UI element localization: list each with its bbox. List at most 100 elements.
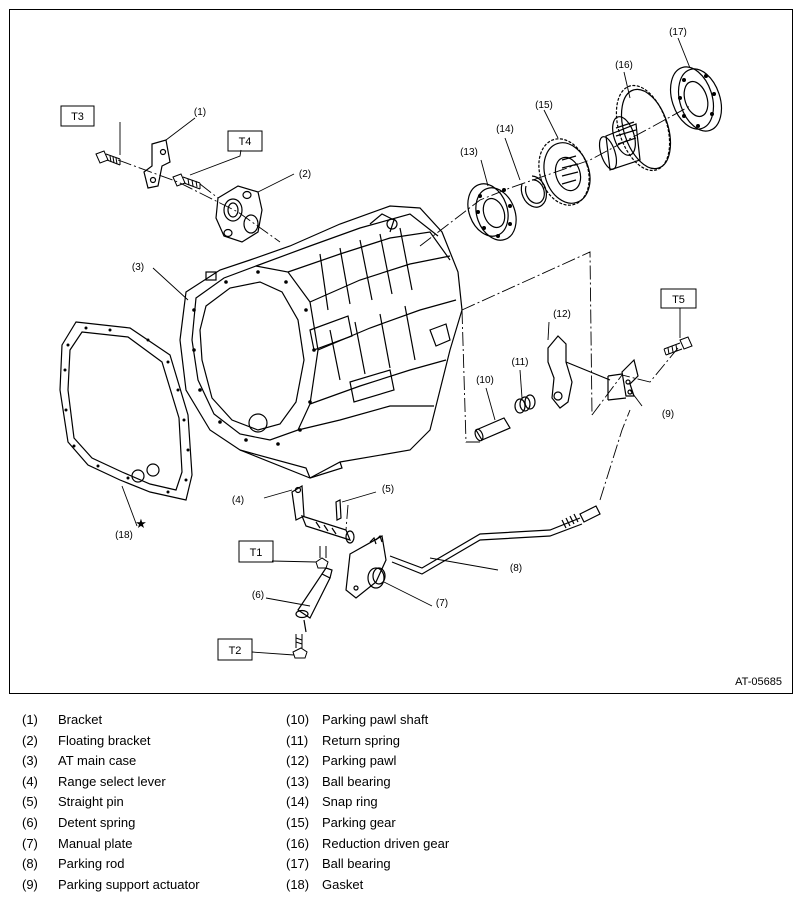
detent-spring-6 (295, 567, 333, 633)
legend-part-name: Bracket (58, 712, 103, 727)
torque-label-t1: T1 (250, 547, 263, 559)
legend-row: (18) Gasket (286, 875, 449, 896)
exploded-diagram: T3 T4 T1 T2 T5 (1) (2) (3) (4) (5) (6) (… (59, 27, 723, 661)
return-spring-11 (514, 394, 536, 414)
legend-row: (5) Straight pin (22, 792, 200, 813)
leader-lines (119, 37, 691, 656)
legend-number: (9) (22, 876, 38, 892)
parking-pawl-shaft-10 (474, 417, 511, 442)
exploded-diagram-frame: T3 T4 T1 T2 T5 (1) (2) (3) (4) (5) (6) (… (9, 9, 793, 694)
legend-row: (13) Ball bearing (286, 772, 449, 793)
legend-part-name: Snap ring (322, 794, 378, 810)
legend-row: (9)Parking support actuator (22, 875, 200, 896)
legend-part-name: Range select lever (58, 773, 166, 789)
legend-row: (17)Ball bearing (286, 854, 449, 875)
legend-row: (7) Manual plate (22, 834, 200, 855)
legend-number: (2) (22, 732, 38, 748)
legend-part-name: Parking rod (58, 856, 125, 872)
legend-row: (12) Parking pawl (286, 751, 449, 772)
parking-gear-15 (538, 138, 591, 206)
callout-11: (11) (511, 357, 528, 368)
legend-row: (16) Reduction driven gear (286, 834, 449, 855)
torque-boxes (60, 105, 697, 661)
reduction-driven-gear-16 (598, 84, 672, 172)
legend-number: (16) (286, 835, 310, 851)
legend-number: (11) (286, 732, 309, 748)
callout-4: (4) (232, 495, 244, 506)
callout-13: (13) (460, 147, 478, 158)
bolt-t5 (663, 336, 693, 356)
legend-row: (1)Bracket (22, 710, 200, 731)
callout-6: (6) (252, 590, 264, 601)
legend-number: (7) (22, 835, 38, 851)
legend-part-name: Parking pawl shaft (322, 712, 429, 727)
legend-row: (2) Floating bracket (22, 731, 200, 752)
legend-part-name: Manual plate (58, 835, 133, 851)
legend-row: (3) AT main case (22, 751, 200, 772)
star-symbol: ★ (135, 516, 147, 531)
torque-label-t5: T5 (672, 294, 685, 306)
legend-number: (18) (286, 876, 310, 892)
legend-number: (13) (286, 773, 310, 789)
parts-legend-right: (10) Parking pawl shaft (11) Return spring… (286, 710, 449, 895)
at-main-case-3 (179, 205, 463, 479)
parts-legend-left: (1)Bracket (2) Floating bracket (3) AT mai… (22, 710, 200, 895)
legend-row: (15) Parking gear (286, 813, 449, 834)
legend-row: (4) Range select lever (22, 772, 200, 793)
legend-part-name: Detent spring (58, 814, 136, 830)
bolt-t2 (292, 634, 308, 659)
legend-number: (8) (22, 856, 38, 872)
legend-number: (5) (22, 794, 38, 810)
legend-part-name: Gasket (322, 876, 364, 892)
parking-rod-8 (389, 505, 601, 575)
callout-8: (8) (510, 563, 522, 574)
legend-part-name: Parking gear (322, 814, 396, 830)
callout-1: (1) (194, 107, 206, 118)
legend-number: (10) (286, 712, 310, 727)
floating-bracket-2 (215, 185, 263, 243)
legend-part-name: Floating bracket (58, 732, 151, 748)
parking-support-actuator-9 (607, 358, 639, 401)
bolt-t3 (95, 150, 121, 166)
callout-7: (7) (436, 598, 448, 609)
ball-bearing-17 (669, 66, 723, 132)
legend-row: (10) Parking pawl shaft (286, 710, 449, 731)
manual-plate-7 (345, 534, 387, 599)
legend-part-name: Return spring (322, 732, 401, 748)
legend-number: (3) (22, 753, 38, 769)
callout-9: (9) (662, 409, 674, 420)
legend-number: (17) (286, 856, 310, 872)
legend-row: (11) Return spring (286, 731, 449, 752)
torque-label-t3: T3 (71, 111, 84, 123)
legend-part-name: Reduction driven gear (322, 835, 450, 851)
legend-number: (15) (286, 814, 310, 830)
callout-5: (5) (382, 484, 394, 495)
snap-ring-14 (520, 175, 547, 208)
legend-part-name: Ball bearing (322, 773, 391, 789)
legend-row: (8) Parking rod (22, 854, 200, 875)
legend-part-name: Parking pawl (322, 753, 397, 769)
callout-14: (14) (496, 124, 514, 135)
callout-12: (12) (553, 309, 571, 320)
figure-code: AT-05685 (735, 676, 782, 688)
callout-10: (10) (476, 375, 494, 386)
legend-number: (4) (22, 773, 38, 789)
legend-part-name: AT main case (58, 753, 137, 769)
torque-label-t4: T4 (239, 136, 252, 148)
callout-2: (2) (299, 169, 311, 180)
callout-16: (16) (615, 60, 633, 71)
straight-pin-5 (335, 499, 342, 521)
callout-3: (3) (132, 262, 144, 273)
callout-18: (18) (115, 530, 133, 541)
legend-number: (6) (22, 814, 38, 830)
assembly-lines (117, 105, 691, 531)
legend-row: (14) Snap ring (286, 792, 449, 813)
torque-label-t2: T2 (229, 645, 242, 657)
legend-part-name: Straight pin (58, 794, 124, 810)
callout-15: (15) (535, 100, 553, 111)
gasket-18 (59, 321, 193, 501)
legend-number: (12) (286, 753, 310, 769)
legend-number: (14) (286, 794, 310, 810)
bolt-t1 (315, 546, 329, 569)
bolt-t4 (172, 173, 201, 190)
